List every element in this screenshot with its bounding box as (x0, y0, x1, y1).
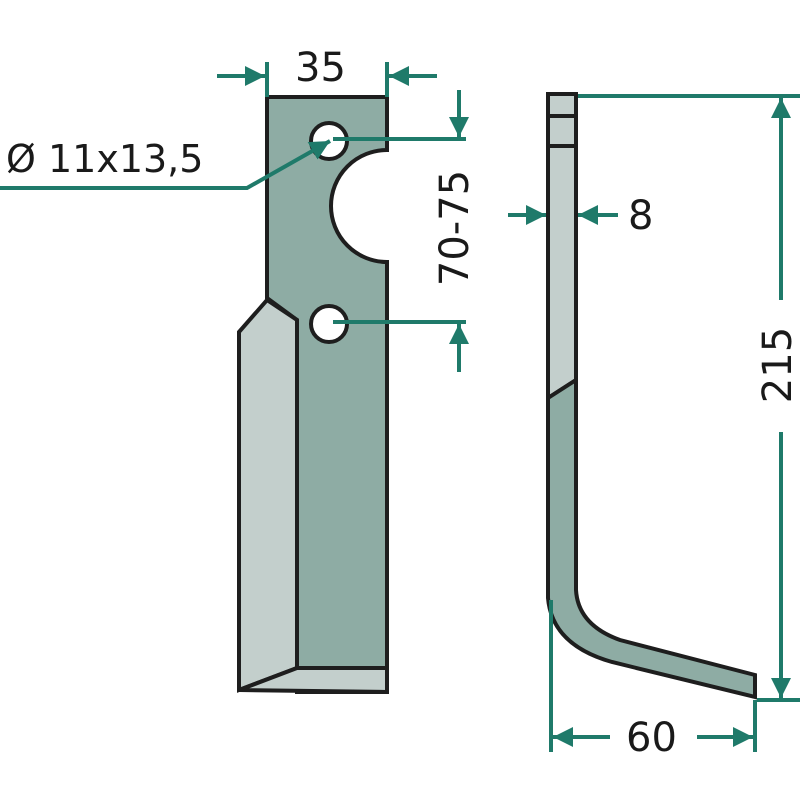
front-dimensions (0, 62, 469, 372)
dimension-thickness-label: 8 (628, 193, 654, 239)
dimension-hole-diameter-label: Ø 11x13,5 (6, 137, 204, 181)
side-dimensions (508, 94, 800, 752)
side-view (546, 92, 757, 700)
side-profile-lower (546, 376, 757, 700)
front-view (237, 95, 389, 695)
dimension-width-label: 35 (295, 45, 346, 91)
blade-bottom-bevel (238, 666, 389, 695)
dimension-bend-offset-label: 60 (626, 715, 677, 761)
blade-bevel-edge (237, 297, 299, 693)
dimension-length-label: 215 (755, 326, 800, 404)
side-profile-upper (546, 92, 578, 402)
dimension-hole-spacing-label: 70-75 (432, 169, 478, 287)
